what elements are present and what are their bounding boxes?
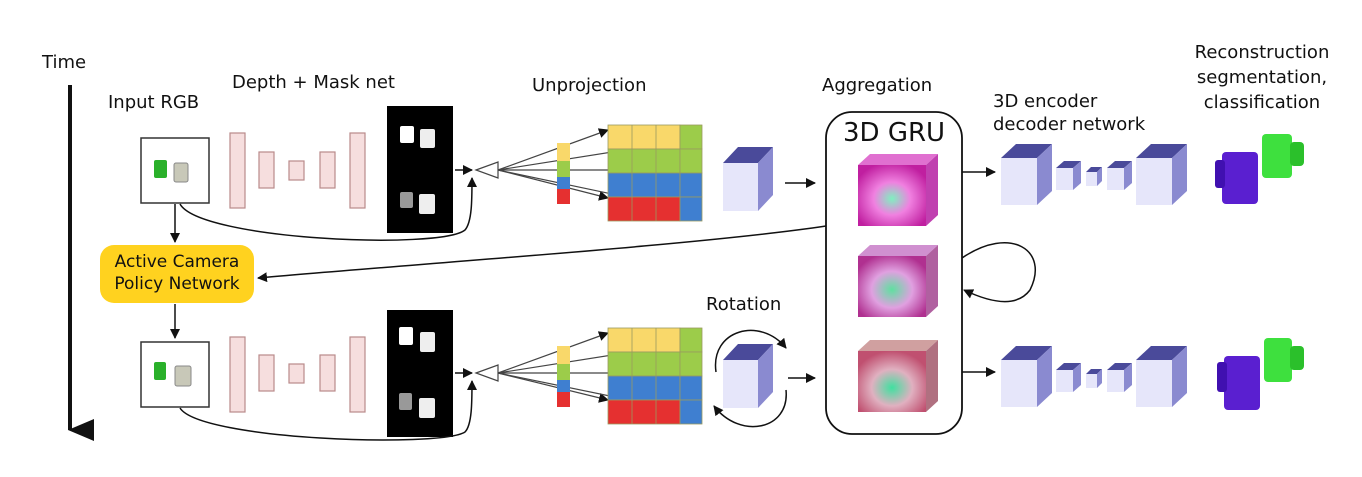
recurrent-loop-arrow [961, 242, 1036, 303]
encoder-label-line1: 3D encoder [993, 91, 1098, 112]
ray-column-bottom [557, 346, 570, 407]
depth-mask-output-top [387, 106, 453, 233]
purple-voxel-mug-icon [1222, 152, 1258, 204]
policy-label-line1: Active Camera [114, 252, 240, 272]
depth-cup-icon [419, 398, 435, 418]
gru-volume-1 [858, 154, 938, 226]
arrow-rgb-to-frustum-top [179, 177, 477, 241]
encoder-decoder-top [1001, 144, 1187, 205]
policy-label-line2: Policy Network [114, 274, 240, 294]
rotation-label: Rotation [706, 294, 782, 315]
encoder-label-line2: decoder network [993, 114, 1146, 135]
input-rgb-label: Input RGB [108, 92, 200, 113]
rotation-arrow-bottom [713, 389, 787, 428]
feature-cube-bottom [723, 344, 773, 408]
depth-mask-net-top [229, 132, 366, 209]
voxel-output-bottom [1217, 338, 1304, 410]
feature-cube-top [723, 147, 773, 211]
output-label-line1: Reconstruction [1194, 42, 1330, 63]
encoder-decoder-bottom [1001, 346, 1187, 407]
depth-mask-net-label: Depth + Mask net [232, 72, 395, 93]
green-voxel-mug-icon [1262, 134, 1292, 178]
rotation-arrow-top [714, 329, 787, 373]
depth-cup-icon [399, 393, 412, 410]
depth-mask-net-bottom [229, 336, 366, 413]
gru-title: 3D GRU [843, 118, 946, 148]
unprojection-label: Unprojection [532, 75, 647, 96]
gru-volume-3 [858, 340, 938, 412]
silver-mug-icon [174, 365, 192, 387]
mask-cup-icon [420, 332, 435, 352]
mask-cup-icon [420, 129, 435, 148]
depth-cup-icon [419, 194, 435, 214]
green-mug-icon [154, 160, 167, 178]
aggregation-label: Aggregation [822, 75, 933, 96]
time-label: Time [42, 52, 87, 73]
input-rgb-bottom [140, 341, 210, 408]
input-rgb-top [140, 137, 210, 204]
arrow-gru-to-policy [257, 225, 827, 283]
voxel-output-top [1215, 134, 1304, 204]
green-voxel-mug-icon [1264, 338, 1292, 382]
arrow-rgb-to-frustum-bottom [179, 380, 477, 441]
mask-cup-icon [399, 327, 413, 345]
gru-volume-2 [858, 245, 938, 317]
ray-column-top [557, 143, 570, 204]
depth-cup-icon [400, 192, 413, 208]
unprojection-grid-top [607, 124, 703, 222]
mask-cup-icon [400, 126, 414, 143]
silver-mug-icon [173, 162, 189, 183]
green-mug-icon [154, 362, 166, 380]
output-label-line3: classification [1203, 92, 1321, 113]
purple-voxel-mug-icon [1224, 356, 1260, 410]
output-label-line2: segmentation, [1196, 67, 1328, 88]
active-camera-policy-network: Active Camera Policy Network [100, 245, 254, 303]
unprojection-grid-bottom [607, 327, 703, 425]
depth-mask-output-bottom [387, 310, 453, 437]
